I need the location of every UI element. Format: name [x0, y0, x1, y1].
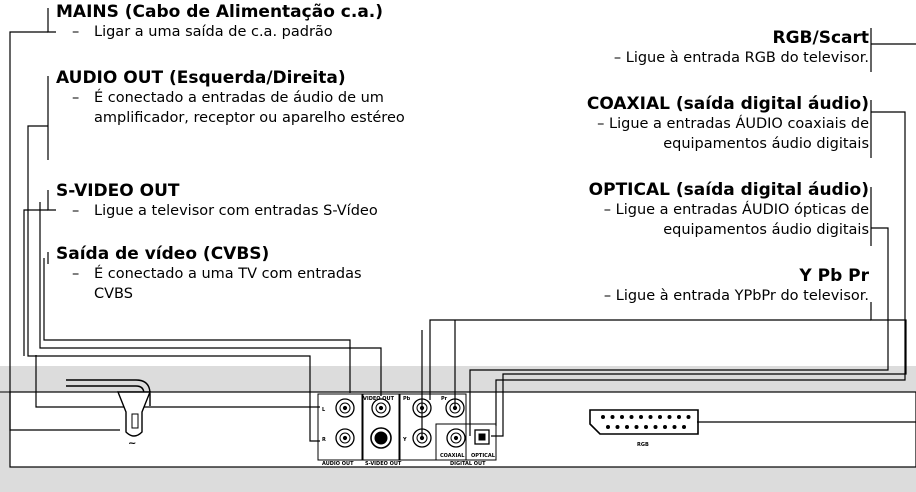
svg-text:~: ~: [128, 438, 136, 449]
audio-l-label: L: [322, 407, 326, 413]
video-out-panel-label: VIDEO OUT: [363, 396, 395, 402]
rgb-desc: – Ligue à entrada RGB do televisor.: [613, 50, 869, 66]
coaxial-desc: – Ligue a entradas ÁUDIO coaxiais de equ…: [597, 116, 869, 152]
scart-pin: [663, 425, 667, 429]
scart-pin: [658, 415, 662, 419]
ypbpr-label: Y Pb Pr – Ligue à entrada YPbPr do telev…: [489, 266, 869, 306]
mains-label: MAINS (Cabo de Alimentação c.a.) Ligar a…: [56, 2, 436, 42]
audio-out-label: AUDIO OUT (Esquerda/Direita) É conectado…: [56, 68, 426, 128]
scart-pin: [677, 415, 681, 419]
scart-pin: [606, 425, 610, 429]
cvbs-desc: É conectado a uma TV com entradas CVBS: [56, 264, 404, 304]
svideo-out-label: S-VIDEO OUT Ligue a televisor com entrad…: [56, 181, 436, 221]
power-cord: ~: [66, 379, 152, 449]
svideo-jack: [370, 427, 392, 449]
scart-pin: [667, 415, 672, 419]
cvbs-title: Saída de vídeo (CVBS): [56, 244, 270, 264]
audio-r-label: R: [322, 437, 326, 443]
scart-pin: [682, 425, 686, 429]
pb-jack: [412, 398, 432, 418]
pb-label: Pb: [403, 396, 411, 402]
scart-pin: [639, 415, 643, 419]
svideo-out-title: S-VIDEO OUT: [56, 181, 180, 201]
digital-out-panel-label: DIGITAL OUT: [450, 461, 486, 467]
coaxial-panel-label: COAXIAL: [440, 453, 465, 459]
video-out-jack: [371, 398, 391, 418]
rgb-title: RGB/Scart: [772, 28, 869, 48]
scart-pin: [620, 415, 624, 419]
coaxial-jack: [446, 428, 466, 448]
scart-connector: [589, 409, 699, 435]
component-group: [399, 393, 467, 461]
optical-label: OPTICAL (saída digital áudio) – Ligue a …: [489, 180, 869, 240]
svideo-out-panel-label: S-VIDEO OUT: [365, 461, 402, 467]
ypbpr-desc: – Ligue à entrada YPbPr do televisor.: [603, 288, 869, 304]
scart-pin: [610, 415, 615, 419]
scart-pin: [625, 425, 629, 429]
audio-r-jack: [335, 428, 355, 448]
scart-pin: [672, 425, 677, 429]
audio-l-jack: [335, 398, 355, 418]
optical-desc: – Ligue a entradas ÁUDIO ópticas de equi…: [603, 202, 869, 238]
coaxial-title: COAXIAL (saída digital áudio): [586, 94, 869, 114]
scart-pin: [601, 415, 605, 419]
scart-pin: [644, 425, 648, 429]
ypbpr-title: Y Pb Pr: [799, 266, 869, 286]
scart-pin: [648, 415, 653, 419]
optical-panel-label: OPTICAL: [471, 453, 496, 459]
audio-out-group: [317, 393, 363, 461]
audio-out-desc: É conectado a entradas de áudio de um am…: [56, 88, 434, 128]
leader-lines: [9, 8, 916, 442]
cvbs-label: Saída de vídeo (CVBS) É conectado a uma …: [56, 244, 386, 304]
scart-pin: [686, 415, 691, 419]
coaxial-label: COAXIAL (saída digital áudio) – Ligue a …: [489, 94, 869, 154]
scart-pin: [615, 425, 620, 429]
y-label: Y: [402, 437, 407, 443]
pr-jack: [445, 398, 465, 418]
optical-title: OPTICAL (saída digital áudio): [588, 180, 869, 200]
pr-label: Pr: [441, 396, 448, 402]
video-group: [362, 393, 400, 461]
rgb-label: RGB/Scart – Ligue à entrada RGB do telev…: [489, 28, 869, 68]
scart-pin: [634, 425, 639, 429]
rgb-panel-label: RGB: [637, 442, 649, 448]
mains-title: MAINS (Cabo de Alimentação c.a.): [56, 2, 384, 22]
audio-out-panel-label: AUDIO OUT: [322, 461, 354, 467]
optical-port: [474, 429, 490, 445]
mains-desc: Ligar a uma saída de c.a. padrão: [56, 22, 436, 42]
y-jack: [412, 428, 432, 448]
svideo-out-desc: Ligue a televisor com entradas S-Vídeo: [56, 201, 436, 221]
scart-pin: [653, 425, 658, 429]
scart-pin: [629, 415, 634, 419]
digital-out-group: [435, 423, 497, 461]
audio-out-title: AUDIO OUT (Esquerda/Direita): [56, 68, 346, 88]
